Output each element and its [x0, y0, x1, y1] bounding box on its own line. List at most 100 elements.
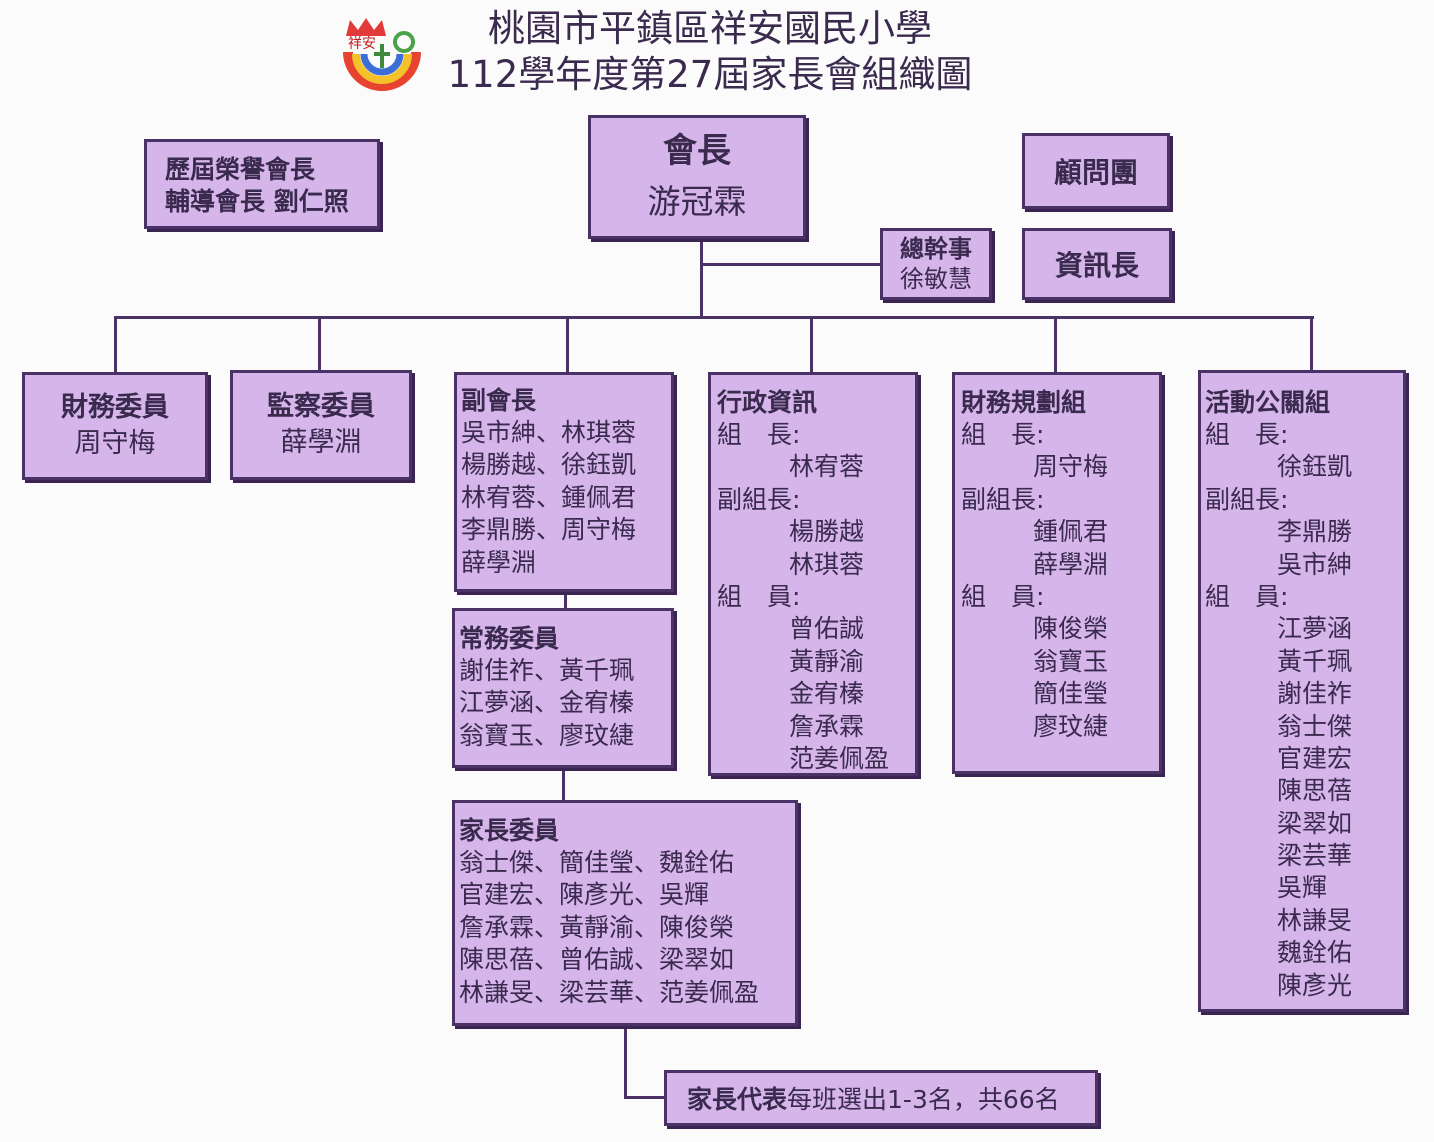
- pr-member: 謝佳祚: [1277, 679, 1353, 709]
- parent-rep-box: 家長代表 每班選出1-3名，共66名: [664, 1070, 1098, 1126]
- connector-admin-group: [810, 316, 813, 372]
- school-logo-icon: 祥安: [343, 18, 421, 91]
- parent-rep-title: 家長代表: [687, 1085, 788, 1114]
- finance-leader-label: 組 長:: [961, 420, 1045, 449]
- honorary-line1: 歷屆榮譽會長: [165, 155, 316, 184]
- admin-deputy: 楊勝越: [789, 517, 865, 547]
- secretary-box: 總幹事 徐敏慧: [880, 228, 992, 300]
- pr-deputy: 吳市紳: [1277, 549, 1353, 579]
- standing-committee-row: 謝佳祚、黃千珮: [459, 656, 635, 685]
- advisors-title: 顧問團: [1053, 156, 1138, 189]
- pr-member: 梁翠如: [1277, 808, 1353, 838]
- vice-president-row: 吳市紳、林琪蓉: [461, 418, 637, 447]
- pr-member: 梁芸華: [1277, 841, 1353, 871]
- connector-parent-rep-vertical: [624, 1024, 627, 1098]
- pr-member-label: 組 員:: [1205, 581, 1289, 611]
- vice-president-row: 薛學淵: [461, 547, 537, 577]
- parent-committee-row: 陳思蓓、曾佑誠、梁翠如: [459, 945, 735, 975]
- connector-pr-group: [1310, 316, 1313, 372]
- president-name: 游冠霖: [647, 182, 747, 221]
- supervisor-name: 薛學淵: [280, 427, 362, 458]
- finance-member: 陳俊榮: [1033, 614, 1109, 644]
- pr-deputy-label: 副組長:: [1205, 484, 1289, 514]
- admin-deputy: 林琪蓉: [789, 549, 865, 579]
- finance-deputy-label: 副組長:: [961, 484, 1045, 514]
- parent-committee-row: 官建宏、陳彥光、吳輝: [459, 880, 710, 910]
- parent-committee-row: 翁士傑、簡佳瑩、魏銓佑: [459, 848, 735, 877]
- admin-member: 曾佑誠: [789, 614, 865, 644]
- vice-president-box: 副會長 吳市紳、林琪蓉 楊勝越、徐鈺凱 林宥蓉、鍾佩君 李鼎勝、周守梅 薛學淵: [454, 372, 674, 592]
- vice-president-row: 林宥蓉、鍾佩君: [461, 482, 637, 512]
- standing-committee-title: 常務委員: [459, 624, 560, 653]
- finance-group-title: 財務規劃組: [961, 388, 1087, 417]
- connector-standing-parent: [562, 766, 565, 802]
- pr-member: 官建宏: [1277, 743, 1353, 773]
- standing-committee-row: 翁寶玉、廖玟緁: [459, 720, 635, 750]
- finance-deputy: 鍾佩君: [1033, 517, 1109, 547]
- connector-supervisor: [318, 316, 321, 370]
- president-title: 會長: [663, 131, 731, 171]
- pr-member: 江夢涵: [1277, 614, 1353, 644]
- finance-member-label: 組 員:: [961, 581, 1045, 611]
- honorary-line2: 輔導會長 劉仁照: [165, 187, 349, 216]
- admin-deputy-label: 副組長:: [717, 484, 801, 514]
- admin-member: 范姜佩盈: [789, 743, 890, 773]
- vice-president-title: 副會長: [461, 386, 537, 415]
- cio-box: 資訊長: [1022, 228, 1172, 300]
- connector-parent-rep-horizontal: [624, 1096, 664, 1099]
- parent-committee-row: 詹承霖、黃靜渝、陳俊榮: [459, 912, 735, 942]
- finance-deputy: 薛學淵: [1033, 549, 1109, 579]
- school-logo: 祥安: [338, 8, 430, 98]
- standing-committee-box: 常務委員 謝佳祚、黃千珮 江夢涵、金宥榛 翁寶玉、廖玟緁: [452, 608, 674, 768]
- pr-member: 翁士傑: [1277, 711, 1353, 741]
- supervisor-box: 監察委員 薛學淵: [230, 370, 412, 480]
- finance-committee-name: 周守梅: [74, 428, 156, 459]
- chart-title-line2: 112學年度第27屆家長會組織圖: [447, 53, 973, 96]
- finance-member: 翁寶玉: [1033, 646, 1109, 676]
- secretary-title: 總幹事: [900, 235, 972, 263]
- pr-group-box: 活動公關組 組 長: 徐鈺凱 副組長: 李鼎勝 吳市紳 組 員: 江夢涵 黃千珮…: [1198, 370, 1406, 1012]
- standing-committee-row: 江夢涵、金宥榛: [459, 688, 635, 718]
- pr-deputy: 李鼎勝: [1277, 517, 1353, 547]
- pr-member: 吳輝: [1277, 873, 1328, 903]
- advisors-box: 顧問團: [1022, 133, 1170, 209]
- admin-member: 黃靜渝: [789, 646, 865, 676]
- finance-group-box: 財務規劃組 組 長: 周守梅 副組長: 鍾佩君 薛學淵 組 員: 陳俊榮 翁寶玉…: [952, 372, 1162, 774]
- parent-committee-title: 家長委員: [459, 816, 560, 845]
- connector-vice-president: [566, 316, 569, 374]
- pr-leader-label: 組 長:: [1205, 420, 1289, 449]
- pr-group-title: 活動公關組: [1205, 388, 1331, 417]
- finance-committee-title: 財務委員: [61, 392, 169, 423]
- connector-secretary: [700, 263, 882, 266]
- pr-member: 黃千珮: [1277, 646, 1353, 676]
- finance-member: 廖玟緁: [1033, 711, 1109, 741]
- vice-president-row: 李鼎勝、周守梅: [461, 515, 637, 545]
- chart-title-line1: 桃園市平鎮區祥安國民小學: [488, 7, 932, 50]
- parent-committee-row: 林謙旻、梁芸華、范姜佩盈: [459, 977, 760, 1007]
- pr-member: 林謙旻: [1277, 905, 1353, 935]
- cio-title: 資訊長: [1054, 249, 1139, 282]
- honorary-box: 歷屆榮譽會長 輔導會長 劉仁照: [144, 139, 380, 229]
- admin-member: 詹承霖: [789, 711, 865, 741]
- connector-finance-committee: [114, 316, 117, 372]
- supervisor-title: 監察委員: [267, 391, 375, 422]
- pr-member: 魏銓佑: [1277, 938, 1353, 968]
- parent-committee-box: 家長委員 翁士傑、簡佳瑩、魏銓佑 官建宏、陳彥光、吳輝 詹承霖、黃靜渝、陳俊榮 …: [452, 800, 798, 1026]
- finance-leader: 周守梅: [1033, 452, 1109, 482]
- finance-committee-box: 財務委員 周守梅: [22, 372, 208, 480]
- admin-member: 金宥榛: [789, 679, 865, 709]
- secretary-name: 徐敏慧: [900, 265, 972, 293]
- president-box: 會長 游冠霖: [588, 115, 806, 239]
- admin-member-label: 組 員:: [717, 581, 801, 611]
- pr-leader: 徐鈺凱: [1277, 452, 1353, 482]
- parent-rep-desc: 每班選出1-3名，共66名: [787, 1085, 1060, 1114]
- admin-leader-label: 組 長:: [717, 420, 801, 449]
- admin-group-box: 行政資訊 組 長: 林宥蓉 副組長: 楊勝越 林琪蓉 組 員: 曾佑誠 黃靜渝 …: [708, 372, 918, 776]
- finance-member: 簡佳瑩: [1033, 679, 1109, 709]
- connector-vp-standing: [564, 592, 567, 610]
- vice-president-row: 楊勝越、徐鈺凱: [461, 450, 637, 480]
- admin-group-title: 行政資訊: [717, 388, 818, 417]
- connector-finance-group: [1054, 316, 1057, 372]
- connector-main-horizontal: [114, 316, 1314, 319]
- connector-president-down: [700, 238, 703, 318]
